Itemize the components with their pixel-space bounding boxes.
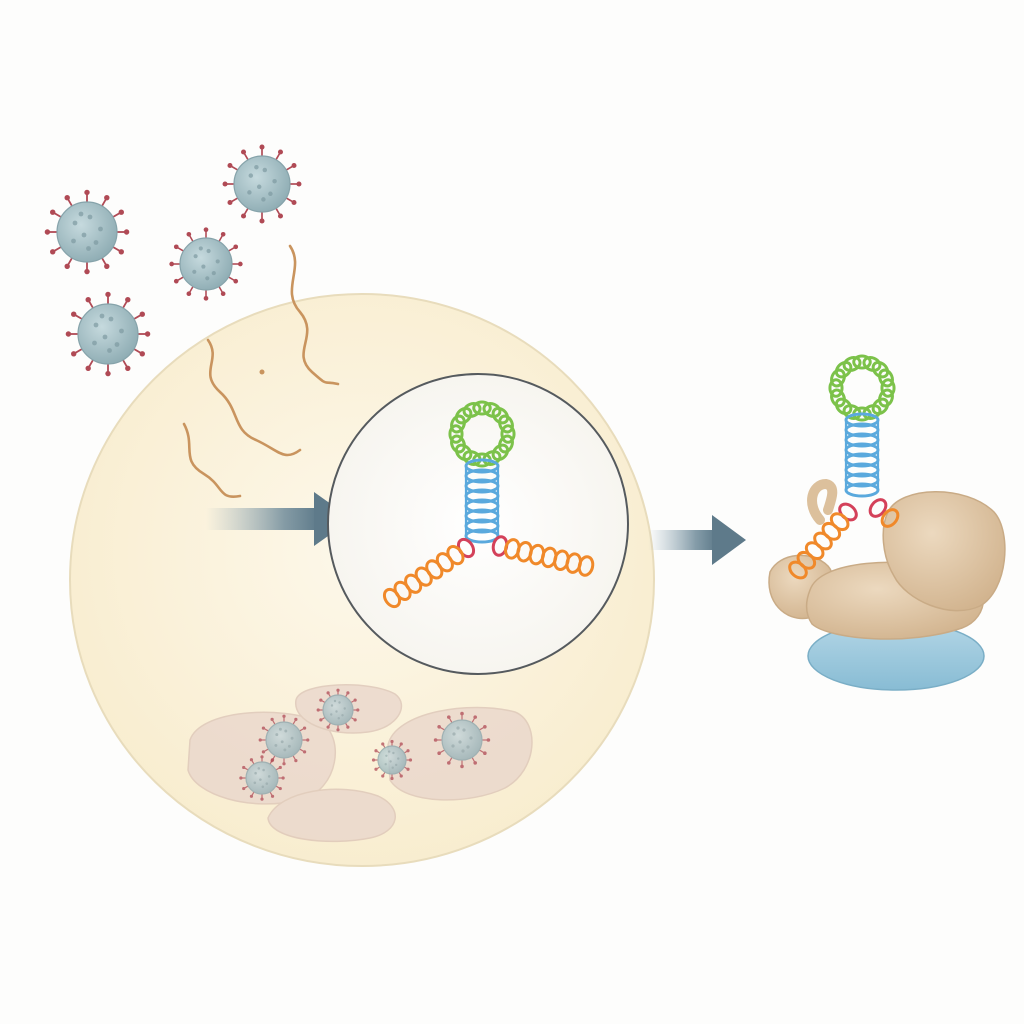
- rna-hairpin-structure-icon: [788, 354, 900, 580]
- viral-rna-group: [182, 244, 340, 498]
- protein-lobe-top: [882, 491, 1006, 612]
- coronavirus-particle-icon: [65, 291, 151, 377]
- magnified-inset: [327, 373, 629, 675]
- viral-rna-strand-icon: [288, 244, 340, 386]
- coronavirus-particle-icon: [258, 714, 310, 766]
- viral-rna-strand-icon: [206, 338, 302, 457]
- protein-complex-icon: [768, 478, 1006, 691]
- right-arrow-icon: [648, 515, 746, 565]
- coronavirus-particle-icon: [433, 711, 491, 769]
- coronavirus-particle-icon: [371, 739, 413, 781]
- virus-group: [44, 144, 491, 801]
- rna-tail: [807, 478, 838, 525]
- rna-hairpin-structure-icon: [382, 400, 595, 609]
- organelle-bottom: [267, 788, 396, 843]
- viral-rna-strand-icon: [182, 422, 242, 498]
- coronavirus-particle-icon: [44, 189, 130, 275]
- coronavirus-particle-icon: [239, 755, 285, 801]
- coronavirus-particle-icon: [222, 144, 302, 224]
- rna-fragment: [259, 369, 265, 375]
- coronavirus-particle-icon: [316, 688, 360, 732]
- coronavirus-particle-icon: [169, 227, 243, 301]
